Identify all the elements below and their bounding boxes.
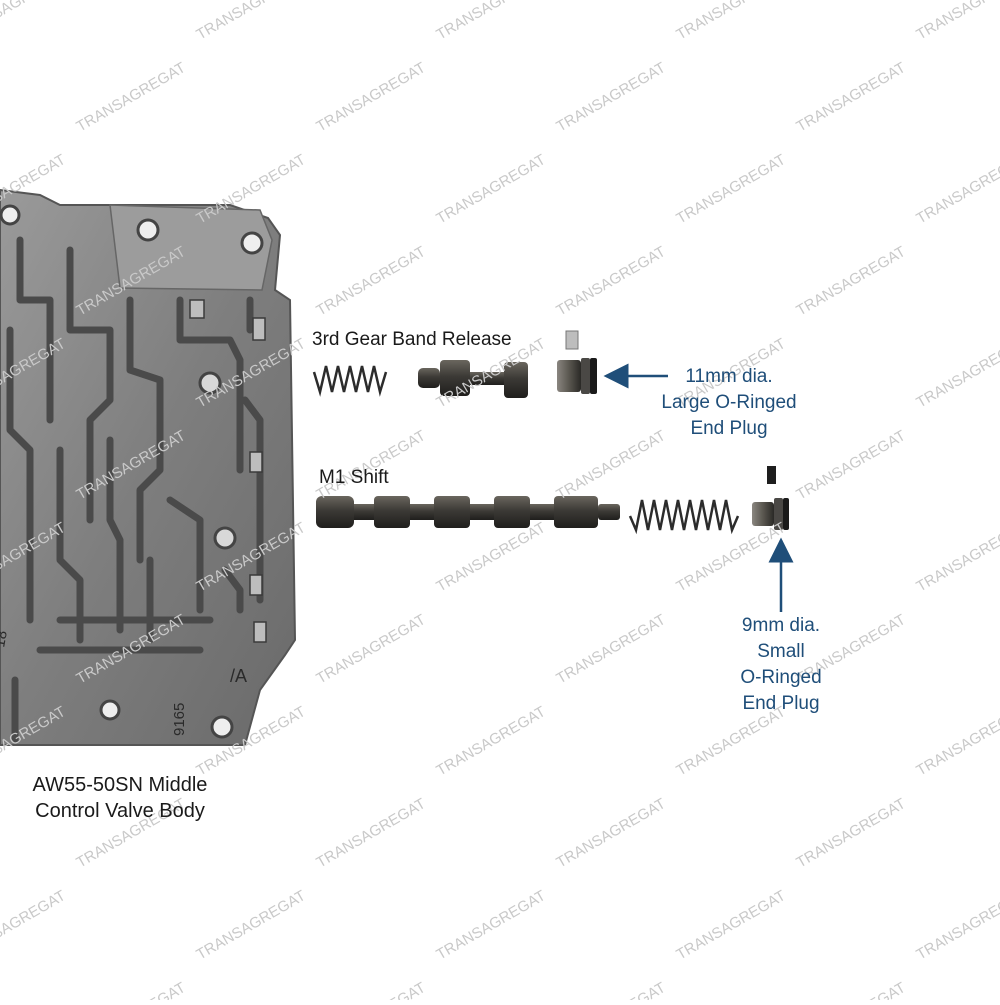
- small-end-plug: [752, 466, 789, 530]
- m1-shift-spring: [630, 500, 738, 530]
- stamp-a: /A: [230, 666, 247, 686]
- band-release-label: 3rd Gear Band Release: [312, 327, 512, 353]
- valve-body-title-line-2: Control Valve Body: [0, 798, 240, 824]
- stamp-number: 9165: [171, 703, 188, 736]
- valve-body-title: AW55-50SN Middle Control Valve Body: [0, 772, 240, 824]
- large-plug-line-1: 11mm dia.: [636, 364, 822, 390]
- small-plug-line-2: Small: [716, 639, 846, 665]
- valve-body-casting: [0, 190, 295, 745]
- large-plug-line-3: End Plug: [636, 416, 822, 442]
- small-plug-line-4: End Plug: [716, 691, 846, 717]
- small-plug-line-1: 9mm dia.: [716, 613, 846, 639]
- band-release-spring: [314, 366, 386, 392]
- small-plug-callout: 9mm dia. Small O-Ringed End Plug: [716, 613, 846, 717]
- large-end-plug: [557, 331, 597, 394]
- m1-shift-valve: [316, 496, 620, 528]
- valve-body-title-line-1: AW55-50SN Middle: [0, 772, 240, 798]
- large-plug-line-2: Large O-Ringed: [636, 390, 822, 416]
- m1-shift-label: M1 Shift: [319, 465, 389, 491]
- large-plug-callout: 11mm dia. Large O-Ringed End Plug: [636, 364, 822, 442]
- small-plug-line-3: O-Ringed: [716, 665, 846, 691]
- band-release-valve: [418, 360, 528, 398]
